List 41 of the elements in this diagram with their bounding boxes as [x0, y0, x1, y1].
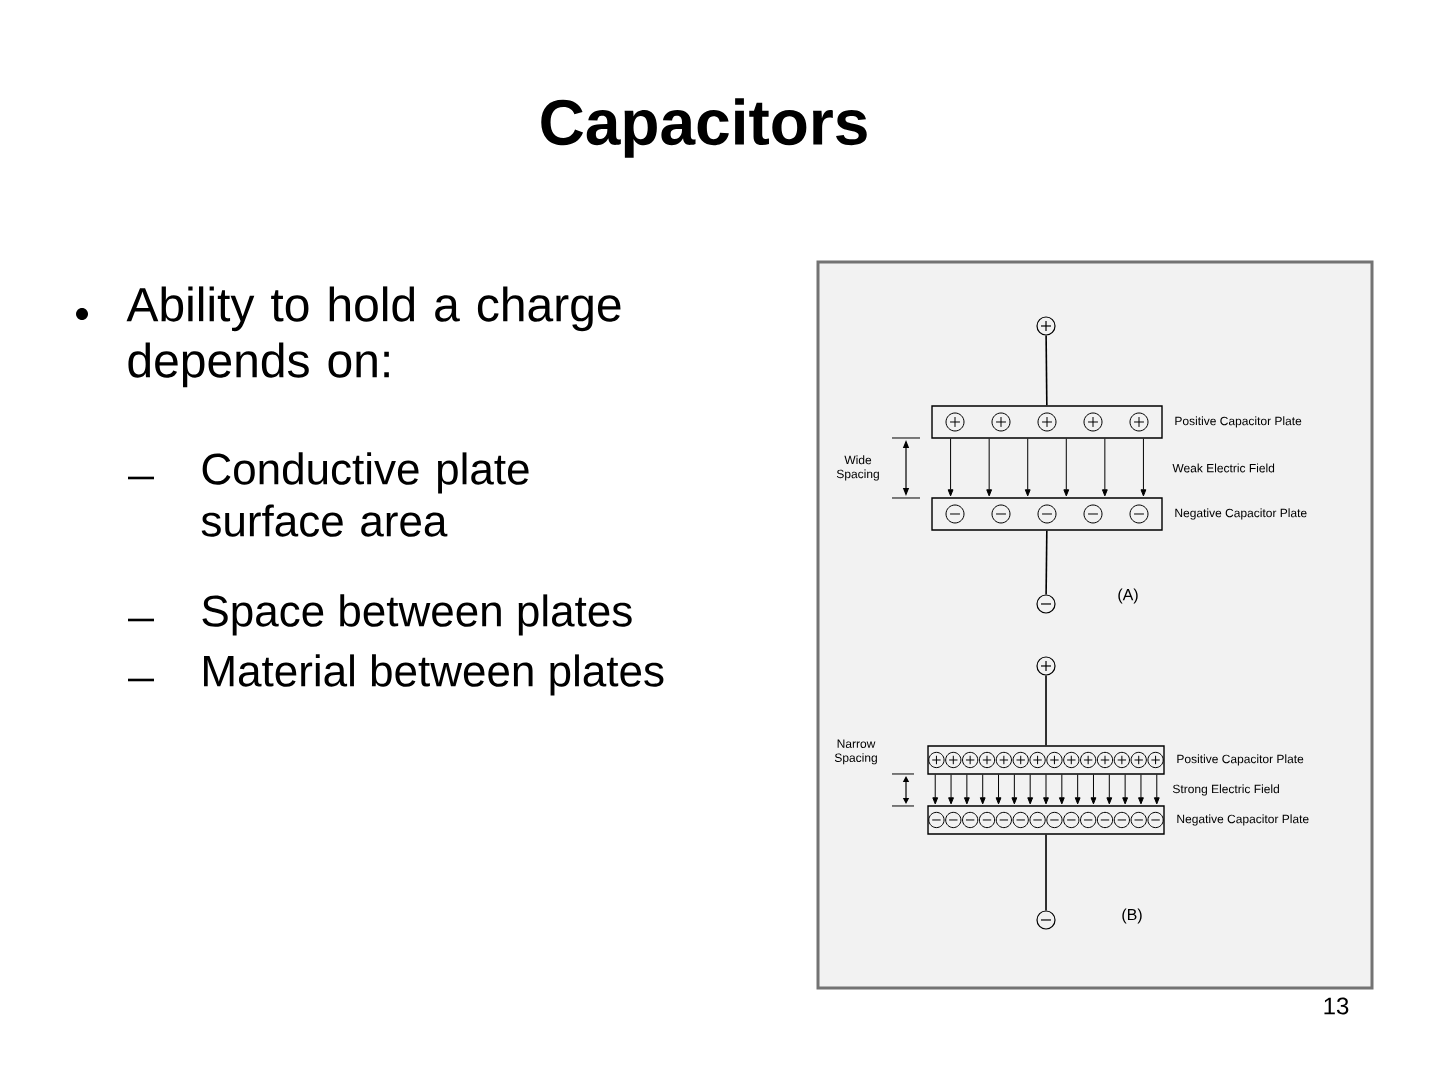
figure-label: (A) [1118, 588, 1138, 604]
field-arrow [1153, 774, 1160, 805]
capacitor-plate [927, 805, 1165, 835]
capacitor-plate [927, 745, 1165, 775]
field-arrow [1058, 774, 1065, 805]
field-arrow [1027, 774, 1034, 805]
sub-bullet-text: Conductive plate surface area [201, 452, 529, 537]
wire [1045, 334, 1048, 407]
field-arrow [986, 438, 993, 497]
field-arrow [1043, 774, 1049, 805]
field-arrow [1063, 438, 1070, 497]
field-arrow [995, 774, 1002, 805]
field-arrow [1140, 438, 1147, 497]
terminal-symbol [1036, 656, 1056, 676]
field-arrow [1122, 774, 1129, 805]
field-arrow [932, 774, 939, 805]
field-arrow [1024, 438, 1031, 497]
field-arrow [1138, 774, 1144, 805]
terminal-symbol [1036, 594, 1056, 614]
capacitor-plate [931, 405, 1163, 439]
wire [1045, 833, 1047, 912]
field-arrow [1011, 774, 1018, 805]
sub-bullet-text: Material between plates [204, 654, 664, 696]
figure-label: (B) [1122, 908, 1142, 924]
field-arrow [948, 774, 954, 805]
field-arrow [963, 774, 970, 805]
page-number: 13 [1324, 997, 1349, 1015]
field-arrow [979, 774, 986, 805]
field-arrow [1101, 438, 1108, 497]
wire [1045, 529, 1048, 596]
capacitor-plate [931, 497, 1163, 531]
field-arrow [1106, 774, 1113, 805]
terminal-symbol [1036, 910, 1056, 930]
field-arrow [1090, 774, 1097, 805]
bullet-text: Ability to hold a charge depends on: [126, 286, 621, 388]
terminal-symbol [1036, 316, 1056, 336]
field-arrow [947, 438, 954, 497]
field-arrow [1074, 774, 1081, 805]
title: Capacitors [541, 98, 867, 158]
sub-bullet-text: Space between plates [202, 594, 632, 636]
wire [1045, 674, 1047, 747]
